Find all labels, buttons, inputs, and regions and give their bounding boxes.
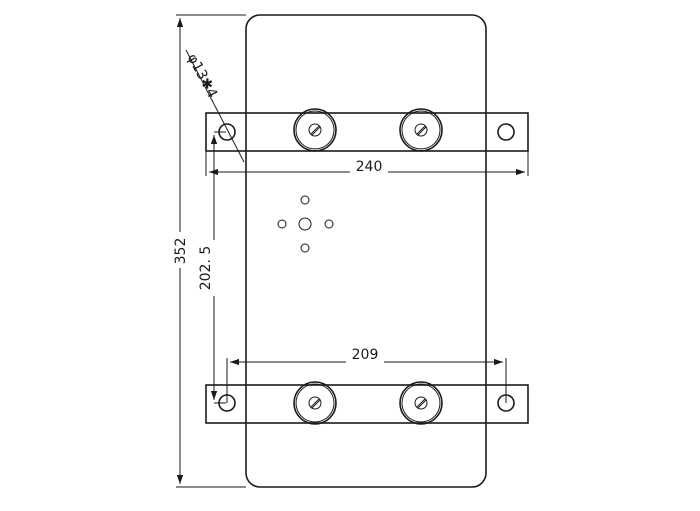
hole-spacing-label: 202. 5 (198, 246, 214, 291)
screw-icon (308, 123, 322, 137)
boss-bottom-right (399, 381, 443, 425)
boss-top-left (293, 108, 337, 152)
bottom-bracket (205, 384, 529, 424)
dimension-bottom-span: 209 (226, 346, 507, 403)
dimension-hole-spacing: 202. 5 (195, 131, 226, 404)
dimension-top-span: 240 (205, 151, 529, 180)
screw-icon (414, 396, 428, 410)
screw-icon (308, 396, 322, 410)
top-right-mount-hole (497, 123, 515, 141)
boss-top-right (399, 108, 443, 152)
overall-height-label: 352 (173, 238, 189, 265)
top-bracket (205, 112, 529, 152)
top-span-label: 240 (356, 159, 383, 175)
boss-bottom-left (293, 381, 337, 425)
bottom-span-label: 209 (352, 347, 379, 363)
panel-body (245, 14, 487, 488)
screw-icon (414, 123, 428, 137)
dimension-overall-height: 352 (166, 14, 246, 488)
hole-spec-label: φ13✱4 (184, 51, 221, 101)
vent-hole-pattern (277, 195, 334, 253)
